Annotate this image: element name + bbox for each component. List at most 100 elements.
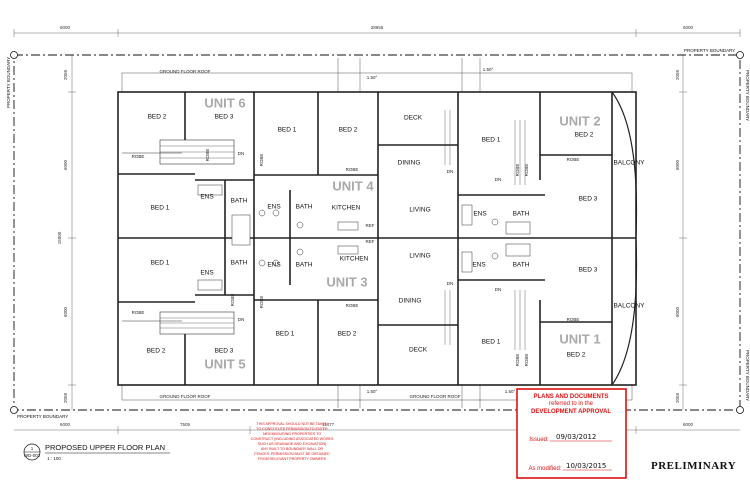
robe-label: ROBE (515, 354, 520, 367)
ground-floor-roof-label: GROUND FLOOR ROOF (159, 394, 210, 399)
room-label: BED 2 (148, 114, 167, 121)
room-label: BED 2 (147, 348, 166, 355)
property-boundary-line (13, 54, 741, 411)
stair-down-label: DN (447, 281, 454, 286)
room-label: BED 2 (339, 127, 358, 134)
unit-3-label: UNIT 3 (326, 274, 367, 289)
room-label: LIVING (409, 253, 430, 260)
dim-left-upper: 6000 (63, 159, 68, 170)
robe-label: ROBE (567, 157, 580, 162)
dimension-lines (13, 29, 741, 434)
approval-note: THIS APPROVAL SHOULD NOT BE TAKEN TO CON… (251, 422, 334, 461)
room-label: KITCHEN (340, 256, 369, 263)
approval-note-line: NEIGHBOURING PROPERTIES TO (263, 432, 321, 436)
robe-label: ROBE (567, 317, 580, 322)
dim-right-lower: 8000 (675, 306, 680, 317)
dim-right-upper: 8000 (675, 159, 680, 170)
room-label: BATH (231, 198, 248, 205)
room-label: BATH (231, 260, 248, 267)
room-label: BALCONY (613, 160, 645, 167)
drawing-sheet: WD-002 (24, 453, 41, 458)
dim-top-mid: 28655 (371, 25, 384, 30)
stamp-border (516, 388, 627, 479)
robe-label: ROBE (132, 154, 145, 159)
room-label: LIVING (409, 207, 430, 214)
room-label: DINING (398, 160, 421, 167)
property-boundary-label: PROPERTY BOUNDARY (745, 350, 750, 401)
approval-note-line: THIS APPROVAL SHOULD NOT BE TAKEN (257, 422, 328, 426)
stamp-line-3: DEVELOPMENT APPROVAL (531, 409, 611, 415)
dim-bottom-b: 11477 (322, 422, 335, 427)
room-label: BED 1 (278, 127, 297, 134)
stair-down-label: DN (495, 287, 502, 292)
development-approval-stamp: PLANS AND DOCUMENTS referred to in the D… (516, 388, 627, 479)
stamp-modified-label: As modified: (528, 466, 561, 472)
room-label: BED 2 (338, 331, 357, 338)
approval-note-line: SUCH AS DRAINAGE AND EXCAVATION) (258, 442, 327, 446)
robe-label: ROBE (259, 154, 264, 167)
room-label: BED 3 (579, 267, 598, 274)
dim-bottom-a: 7505 (180, 422, 191, 427)
dim-right-top: 2058 (675, 69, 680, 80)
stamp-issued-label: Issued: (529, 437, 549, 443)
property-boundary-label: PROPERTY BOUNDARY (745, 70, 750, 121)
dim-top-right: 6000 (683, 25, 694, 30)
room-label: BED 1 (482, 339, 501, 346)
setback-angle: 1.50° (367, 389, 378, 394)
setback-angle: 1.50° (483, 67, 494, 72)
ground-floor-roof-outline (121, 58, 633, 408)
stamp-line-1: PLANS AND DOCUMENTS (533, 394, 608, 400)
room-label: BED 1 (276, 331, 295, 338)
small-labels: ROBE ROBE ROBE ROBE ROBE ROBE ROBE ROBE … (132, 149, 580, 367)
setback-angle: 1.50° (505, 389, 516, 394)
dim-left-mid: 15000 (57, 231, 62, 244)
room-label: ENS (200, 270, 214, 277)
balcony-curve (611, 91, 638, 236)
room-label: ENS (472, 262, 486, 269)
dim-left-lower: 6000 (63, 306, 68, 317)
room-label: BATH (513, 262, 530, 269)
property-boundary-label: PROPERTY BOUNDARY (17, 414, 68, 419)
stair-down-label: DN (447, 169, 454, 174)
robe-label: ROBE (524, 164, 529, 177)
room-label: ENS (267, 204, 281, 211)
room-label: BED 3 (215, 114, 234, 121)
approval-note-line: ANY BUILT TO BOUNDARY WALL OR (261, 447, 324, 451)
corner-marker (736, 51, 744, 59)
robe-label: ROBE (132, 310, 145, 315)
corner-marker (10, 406, 18, 414)
setback-angle: 1.50° (367, 75, 378, 80)
property-boundary-label: PROPERTY BOUNDARY (684, 48, 735, 53)
robe-label: ROBE (205, 149, 210, 162)
room-label: BED 2 (575, 132, 594, 139)
room-label: BALCONY (613, 303, 645, 310)
room-label: BED 3 (579, 196, 598, 203)
robe-label: ROBE (346, 167, 359, 172)
approval-note-line: CONSTRUCT (INCLUDING ASSOCIATED WORKS (251, 437, 334, 441)
bathroom-fixtures (197, 184, 531, 291)
fridge-label: REF (366, 239, 375, 244)
corner-marker (10, 51, 18, 59)
ground-floor-roof-label: GROUND FLOOR ROOF (159, 69, 210, 74)
ground-floor-roof-label: GROUND FLOOR ROOF (409, 394, 460, 399)
dim-right-bottom: 2058 (675, 392, 680, 403)
drawing-scale: 1 : 100 (47, 456, 61, 461)
room-label: BATH (513, 211, 530, 218)
room-label: BATH (296, 204, 313, 211)
drawing-title: PROPOSED UPPER FLOOR PLAN (45, 443, 165, 452)
room-label: BED 1 (151, 205, 170, 212)
unit-1-label: UNIT 1 (559, 331, 600, 346)
dim-bottom-right: 6000 (683, 422, 694, 427)
approval-note-line: FROM RELEVANT PROPERTY OWNERS (258, 457, 327, 461)
stair-down-label: DN (238, 151, 245, 156)
stair-treads (160, 110, 526, 350)
robe-label: ROBE (515, 164, 520, 177)
unit-2-label: UNIT 2 (559, 113, 600, 128)
robe-label: ROBE (259, 296, 264, 309)
approval-note-line: FENCES. PERMISSION MUST BE OBTAINED (254, 452, 330, 456)
fridge-label: REF (366, 223, 375, 228)
stair-down-label: DN (495, 177, 502, 182)
stamp-modified-date: 10/03/2015 (566, 462, 606, 470)
